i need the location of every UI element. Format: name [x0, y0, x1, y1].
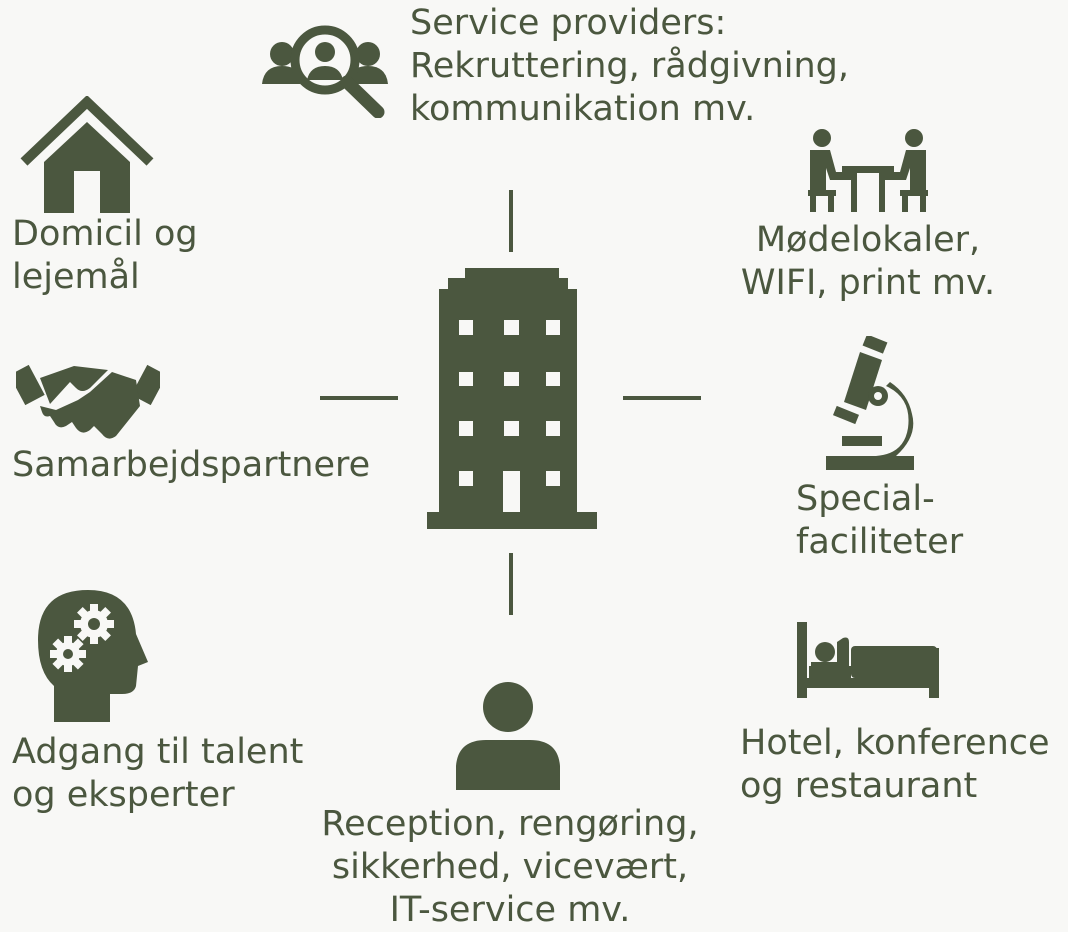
connector-top: [509, 190, 513, 252]
house-icon: [20, 96, 154, 214]
moedelokaler-label: Mødelokaler, WIFI, print mv.: [740, 220, 996, 303]
office-building-icon: [425, 268, 600, 530]
reception-label: Reception, rengøring, sikkerhed, vicevær…: [321, 804, 699, 930]
connector-right: [623, 396, 701, 400]
talent-label: Adgang til talent og eksperter: [12, 732, 304, 815]
domicil-label: Domicil og lejemål: [12, 214, 198, 297]
meeting-table-icon: [806, 128, 930, 212]
search-people-icon: [260, 18, 390, 118]
connector-left: [320, 396, 398, 400]
connector-bottom: [509, 553, 513, 615]
bed-icon: [797, 622, 939, 698]
person-icon: [456, 682, 560, 790]
specialfaciliteter-label: Special- faciliteter: [796, 479, 964, 562]
microscope-icon: [820, 336, 914, 472]
samarbejdspartnere-label: Samarbejdspartnere: [12, 445, 371, 485]
handshake-icon: [16, 356, 160, 442]
head-gears-icon: [36, 588, 148, 722]
service-providers-label: Service providers: Rekruttering, rådgivn…: [410, 3, 850, 129]
hotel-label: Hotel, konference og restaurant: [740, 723, 1050, 806]
